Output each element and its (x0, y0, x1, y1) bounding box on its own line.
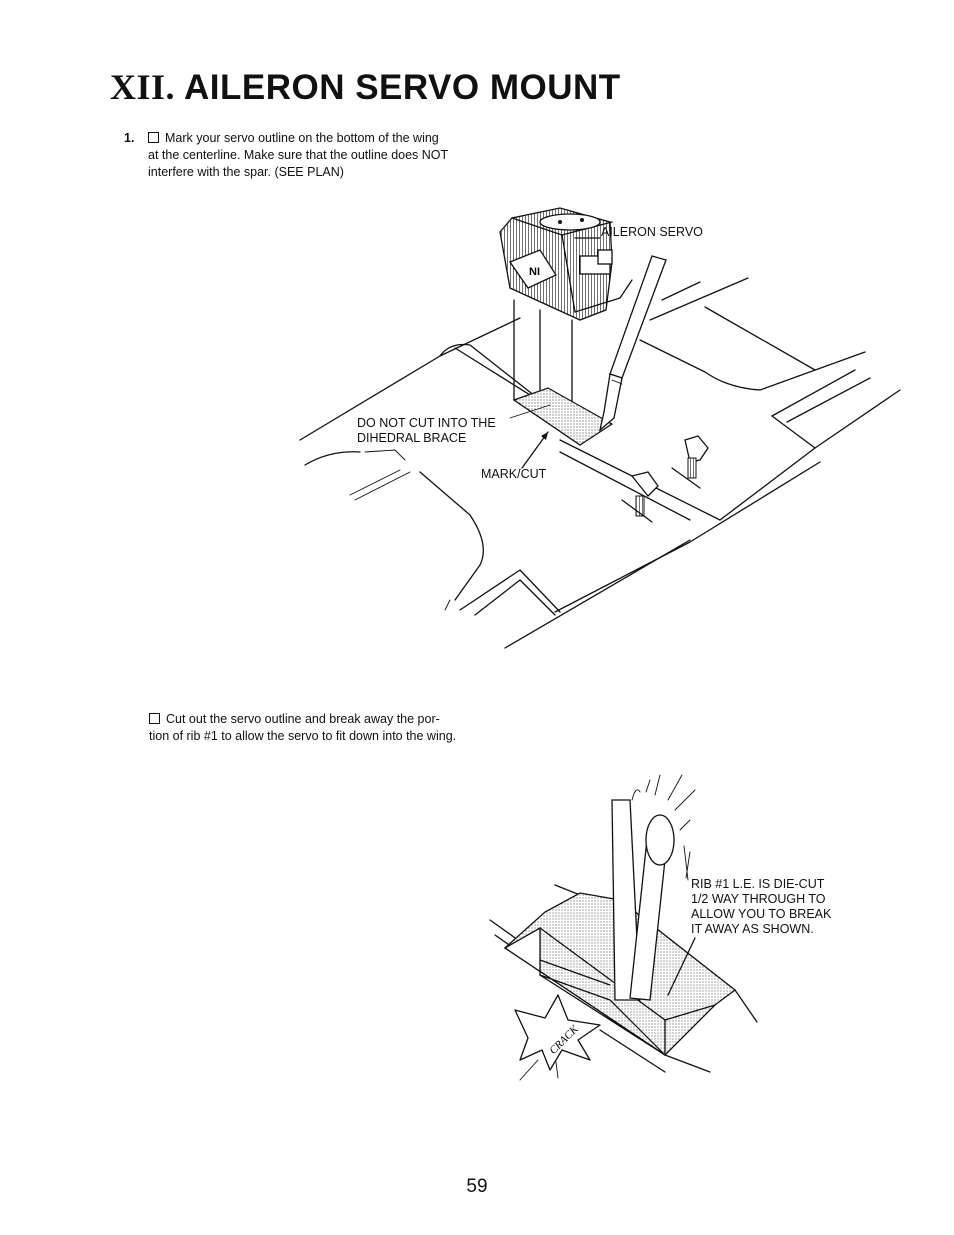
servo-logo: NI (529, 266, 540, 278)
step-1-text: Mark your servo outline on the bottom of… (148, 130, 448, 181)
step-1-line-1: Mark your servo outline on the bottom of… (165, 131, 439, 145)
section-title: XII. AILERON SERVO MOUNT (110, 66, 621, 108)
step-number: 1. (124, 131, 135, 145)
wing-outline (299, 277, 901, 649)
step-1-line-2: at the centerline. Make sure that the ou… (148, 148, 449, 162)
servo-mounting-screw-icon (621, 435, 709, 523)
servo-icon: NI (499, 207, 633, 321)
section-title-text: AILERON SERVO MOUNT (183, 68, 621, 107)
step-2-line-1: Cut out the servo outline and break away… (166, 712, 440, 726)
label-mark-cut: MARK/CUT (481, 467, 547, 481)
step-2-text: Cut out the servo outline and break away… (149, 711, 456, 745)
servo-outline-box (512, 299, 614, 446)
label-rib-die-cut: RIB #1 L.E. IS DIE-CUT 1/2 WAY THROUGH T… (691, 877, 832, 936)
pointer-arrows (509, 237, 601, 469)
label-aileron-servo: AILERON SERVO (601, 225, 703, 239)
step-2-line-2: tion of rib #1 to allow the servo to fit… (149, 729, 457, 743)
section-numeral: XII. (110, 67, 176, 107)
checkbox-icon[interactable] (148, 132, 159, 143)
step-1-line-3: interfere with the spar. (SEE PLAN) (148, 165, 344, 179)
checkbox-icon[interactable] (149, 713, 160, 724)
label-dihedral-brace: DO NOT CUT INTO THE DIHEDRAL BRACE (357, 416, 496, 445)
marking-pen-icon (598, 255, 667, 432)
page-number: 59 (466, 1176, 488, 1197)
